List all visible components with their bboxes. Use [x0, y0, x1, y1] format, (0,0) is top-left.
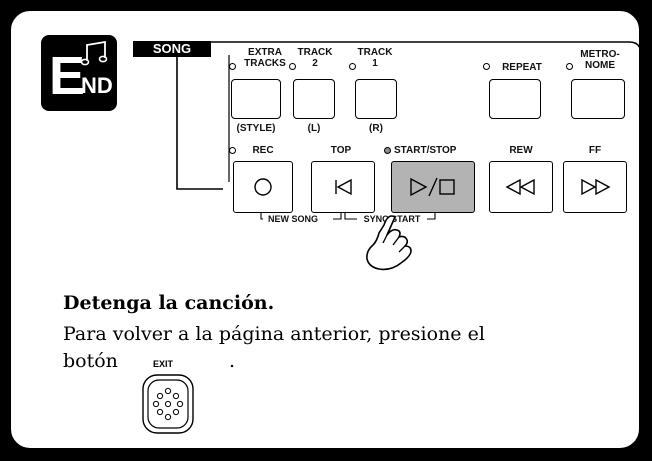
- end-logo-big-letter: E: [49, 46, 86, 106]
- top-label: TOP: [330, 145, 352, 156]
- metronome-led: [566, 63, 573, 70]
- metronome-label: METRO- NOME: [573, 49, 627, 71]
- track1-label-line2: 1: [372, 58, 378, 69]
- track2-label-line2: 2: [312, 58, 318, 69]
- extra-tracks-label-line2: TRACKS: [244, 58, 286, 69]
- end-logo-small-letters: ND: [81, 73, 113, 98]
- track2-button[interactable]: [293, 79, 335, 119]
- ff-button[interactable]: [563, 161, 627, 213]
- track1-button[interactable]: [355, 79, 397, 119]
- metronome-label-line2: NOME: [585, 60, 615, 71]
- record-icon: [254, 178, 272, 196]
- play-stop-icon: [410, 177, 455, 197]
- track2-sub: (L): [307, 123, 321, 134]
- rec-led: [229, 147, 236, 154]
- track1-label-line1: TRACK: [357, 47, 393, 58]
- track2-label-line1: TRACK: [297, 47, 333, 58]
- rec-button[interactable]: [233, 161, 293, 213]
- music-note-icon: [81, 41, 108, 66]
- extra-tracks-label: EXTRA TRACKS: [239, 47, 291, 69]
- instruction-card: E ND SONG EXTRA TRACKS (STYLE) TRACK 2 (…: [8, 8, 642, 451]
- skip-to-top-icon: [335, 178, 352, 196]
- rewind-icon: [505, 178, 535, 196]
- extra-tracks-led: [229, 63, 236, 70]
- new-song-label: NEW SONG: [263, 214, 323, 225]
- extra-tracks-label-line1: EXTRA: [248, 47, 282, 58]
- repeat-led: [483, 63, 490, 70]
- track2-label: TRACK 2: [293, 47, 337, 69]
- exit-button[interactable]: [141, 373, 195, 435]
- metronome-label-line1: METRO-: [580, 49, 620, 60]
- instruction-line2-end: .: [229, 350, 236, 372]
- rew-button[interactable]: [489, 161, 553, 213]
- song-section-label: SONG: [133, 41, 211, 57]
- track1-sub: (R): [369, 123, 383, 134]
- track1-led: [349, 63, 356, 70]
- repeat-label: REPEAT: [502, 62, 542, 73]
- exit-label: EXIT: [153, 359, 174, 369]
- instruction-heading: Detenga la canción.: [63, 292, 275, 314]
- track2-led: [289, 63, 296, 70]
- top-button[interactable]: [311, 161, 375, 213]
- instruction-line2: botón: [63, 350, 118, 372]
- metronome-button[interactable]: [571, 79, 625, 119]
- extra-tracks-sub: (STYLE): [236, 123, 276, 134]
- panel-frame: [176, 41, 639, 220]
- end-logo: E ND: [41, 35, 117, 111]
- track1-label: TRACK 1: [353, 47, 397, 69]
- ff-label: FF: [588, 145, 602, 156]
- fast-forward-icon: [581, 178, 611, 196]
- rec-label: REC: [252, 145, 274, 156]
- repeat-button[interactable]: [489, 79, 541, 119]
- start-stop-led: [384, 147, 391, 154]
- pointing-hand-icon: [366, 215, 412, 271]
- start-stop-label: START/STOP: [394, 145, 457, 156]
- start-stop-button[interactable]: [391, 161, 475, 213]
- extra-tracks-button[interactable]: [231, 79, 281, 119]
- instruction-line1: Para volver a la página anterior, presio…: [63, 323, 485, 345]
- rew-label: REW: [509, 145, 533, 156]
